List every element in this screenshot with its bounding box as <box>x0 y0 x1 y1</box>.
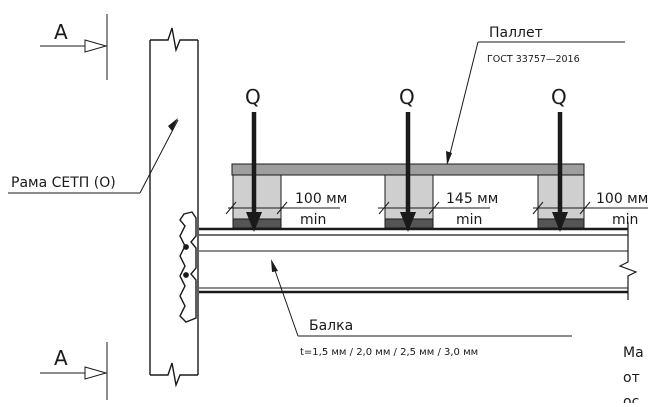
beam-leader-arrowhead <box>271 259 278 272</box>
cut-text-line-3: ос <box>623 394 639 403</box>
pallet-leader-arrowhead <box>446 151 452 165</box>
load-arrowhead-center <box>400 212 416 232</box>
beam-connector-bracket <box>179 211 197 323</box>
gap-center-min: min <box>456 212 482 228</box>
pallet-title: Паллет <box>489 25 543 41</box>
section-mark-bottom <box>40 342 108 400</box>
section-label-bottom: A <box>54 346 68 370</box>
pallet-standard: ГОСТ 33757—2016 <box>487 54 580 65</box>
section-label-top: A <box>54 20 68 44</box>
cut-text-line-2: от <box>623 370 640 386</box>
load-arrows <box>246 112 568 232</box>
pallet-leader <box>447 41 625 163</box>
cut-text-line-1: Ма <box>623 345 644 361</box>
beam-leader <box>271 261 572 337</box>
gap-dimensions <box>225 201 648 215</box>
load-label-right: Q <box>551 85 567 109</box>
gap-right-min: min <box>612 212 638 228</box>
gap-center-value: 145 мм <box>446 191 498 207</box>
load-arrowhead-left <box>246 212 262 232</box>
load-arrowhead-right <box>552 212 568 232</box>
frame-leader <box>8 119 179 194</box>
rack-frame-upright <box>149 27 199 388</box>
frame-label: Рама СЕТП (О) <box>11 175 116 191</box>
load-label-center: Q <box>399 85 415 109</box>
load-label-left: Q <box>245 85 261 109</box>
gap-right-value: 100 мм <box>596 191 648 207</box>
gap-left-value: 100 мм <box>295 191 347 207</box>
gap-left-min: min <box>300 212 326 228</box>
beam-thickness: t=1,5 мм / 2,0 мм / 2,5 мм / 3,0 мм <box>300 347 478 358</box>
section-mark-top <box>40 14 108 80</box>
frame-leader-arrowhead <box>168 118 178 131</box>
beam-title: Балка <box>309 318 353 334</box>
beam <box>199 222 638 300</box>
